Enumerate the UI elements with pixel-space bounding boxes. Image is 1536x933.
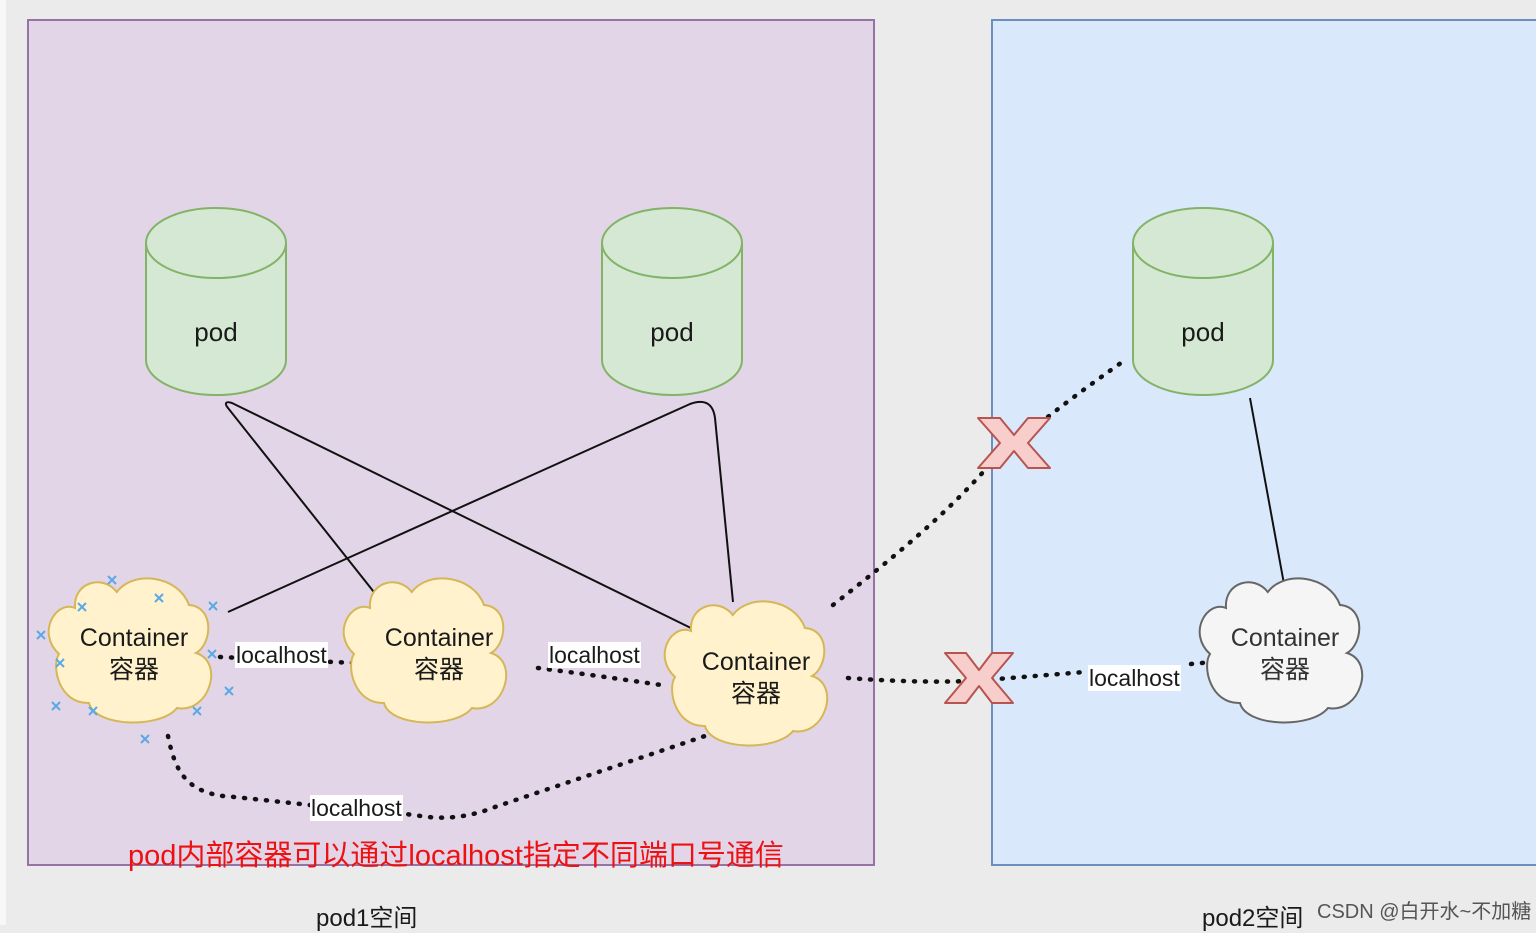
pod1-space-label: pod1空间 — [316, 905, 418, 932]
edge-label-localhost: localhost — [310, 795, 403, 821]
pod2-space-box — [991, 19, 1536, 866]
container-label-line1: Container — [79, 624, 189, 652]
container-cloud-1-selection-handles — [36, 575, 234, 744]
edge-label-localhost: localhost — [1088, 665, 1181, 691]
container-label-2: Container 容器 — [359, 622, 519, 686]
container-label-line2: 容器 — [730, 680, 781, 708]
pod-label-2: pod — [650, 317, 694, 347]
pod2-space-label: pod2空间 — [1202, 905, 1304, 932]
page-edge — [0, 0, 6, 925]
container-label-4: Container 容器 — [1205, 622, 1365, 686]
container-label-line1: Container — [384, 624, 494, 652]
pod-cylinder-3 — [1132, 207, 1274, 396]
container-label-line2: 容器 — [108, 656, 159, 684]
blocked-cross-icon — [944, 652, 1014, 704]
container-label-line2: 容器 — [1259, 656, 1310, 684]
container-label-1: Container 容器 — [54, 622, 214, 686]
container-label-3: Container 容器 — [676, 646, 836, 710]
watermark: CSDN @白开水~不加糖 — [1317, 901, 1532, 923]
blocked-cross-icon — [977, 417, 1051, 469]
pod-container-links — [224, 397, 1285, 632]
edge-label-localhost: localhost — [548, 642, 641, 668]
pod-cylinder-2 — [601, 207, 743, 396]
pod-label-3: pod — [1181, 317, 1225, 347]
container-label-line1: Container — [701, 648, 811, 676]
container-label-line2: 容器 — [413, 656, 464, 684]
pod-cylinder-1 — [145, 207, 287, 396]
container-label-line1: Container — [1230, 624, 1340, 652]
pod-label-1: pod — [194, 317, 238, 347]
edge-label-localhost: localhost — [235, 642, 328, 668]
annotation-note: pod内部容器可以通过localhost指定不同端口号通信 — [128, 840, 784, 872]
